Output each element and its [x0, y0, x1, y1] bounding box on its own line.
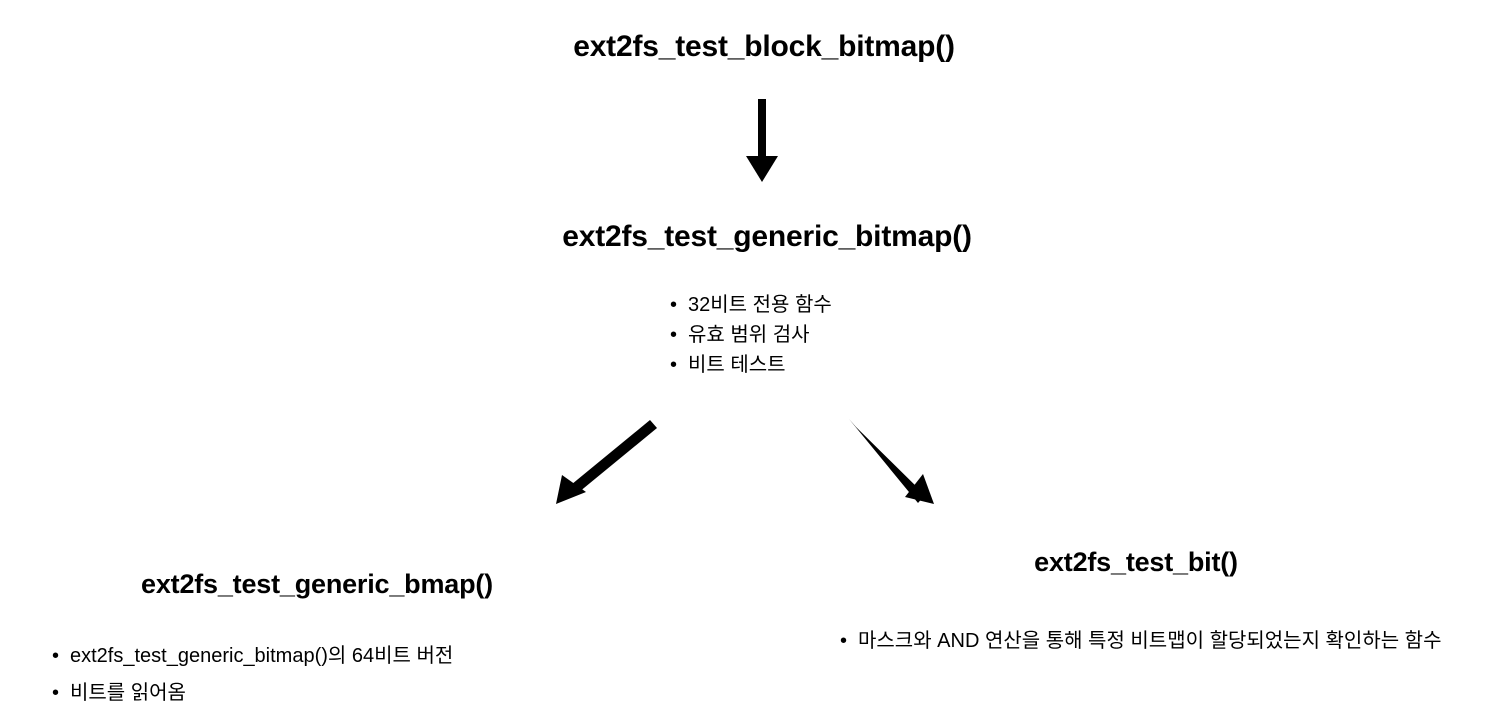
- node-title-ext2fs-test-generic-bmap: ext2fs_test_generic_bmap(): [141, 569, 493, 599]
- bullet-list-test-bit: 마스크와 AND 연산을 통해 특정 비트맵이 할당되었는지 확인하는 함수: [840, 626, 1454, 657]
- node-title-ext2fs-test-generic-bitmap: ext2fs_test_generic_bitmap(): [562, 220, 972, 253]
- arrow-root-to-generic-bitmap: [746, 99, 778, 182]
- list-item: 비트를 읽어옴: [52, 675, 453, 710]
- list-item: 비트 테스트: [670, 350, 832, 380]
- arrow-generic-bitmap-to-test-bit: [849, 419, 934, 504]
- list-item: 유효 범위 검사: [670, 320, 832, 350]
- bullet-list-generic-bitmap: 32비트 전용 함수 유효 범위 검사 비트 테스트: [670, 290, 832, 380]
- node-title-ext2fs-test-block-bitmap: ext2fs_test_block_bitmap(): [573, 30, 955, 63]
- bullet-list-generic-bmap: ext2fs_test_generic_bitmap()의 64비트 버전 비트…: [52, 638, 453, 710]
- node-title-ext2fs-test-bit: ext2fs_test_bit(): [1034, 547, 1238, 577]
- arrow-generic-bitmap-to-generic-bmap: [556, 420, 657, 504]
- list-item: 마스크와 AND 연산을 통해 특정 비트맵이 할당되었는지 확인하는 함수: [840, 626, 1454, 657]
- list-item: ext2fs_test_generic_bitmap()의 64비트 버전: [52, 638, 453, 675]
- list-item: 32비트 전용 함수: [670, 290, 832, 320]
